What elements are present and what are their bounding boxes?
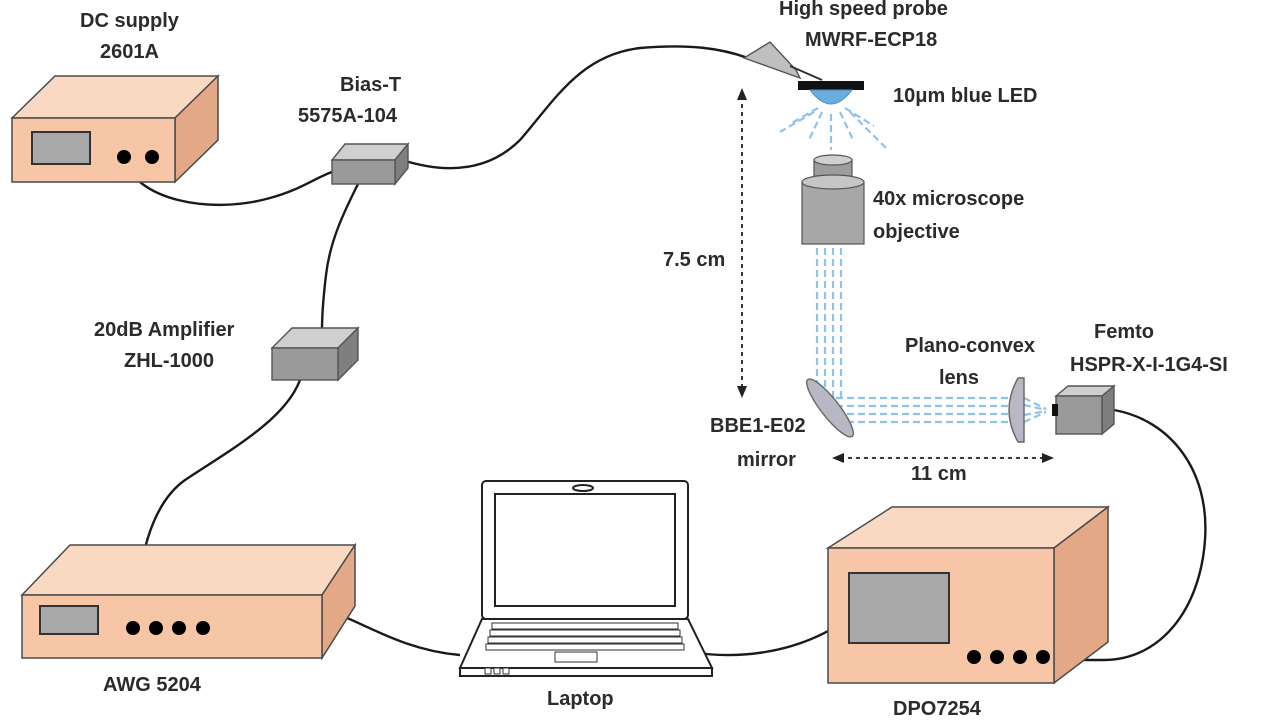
amplifier-label: 20dB Amplifier (94, 319, 235, 341)
femto-detector (1052, 384, 1116, 436)
awg-knob (149, 621, 163, 635)
awg-knob (172, 621, 186, 635)
probe-model: MWRF-ECP18 (805, 29, 937, 51)
vertical-dimension (737, 88, 747, 398)
awg-knob (126, 621, 140, 635)
bias-t-label: Bias-T (340, 74, 401, 96)
probe-tip (789, 65, 823, 81)
dc-supply-knob (117, 150, 131, 164)
awg-screen (39, 605, 99, 635)
led-label: 10μm blue LED (893, 85, 1038, 107)
amplifier (270, 326, 360, 382)
cable-laptop-to-scope (689, 628, 831, 657)
mirror (806, 378, 854, 438)
lens-label: Plano-convex (905, 335, 1035, 357)
dc-supply (10, 74, 220, 184)
horizontal-dimension (832, 453, 1054, 463)
awg (20, 542, 357, 661)
cable-biast-to-amplifier (320, 183, 360, 331)
cable-dc-to-biast (122, 157, 333, 207)
cable-biast-to-probe (401, 45, 749, 170)
led-glow (808, 89, 854, 105)
dc-supply-screen (31, 131, 91, 165)
dc-supply-label: DC supply (80, 10, 180, 32)
probe-label: High speed probe (779, 0, 948, 20)
awg-label: AWG 5204 (103, 674, 202, 696)
laptop-screen (494, 493, 676, 607)
mirror-label: BBE1-E02 (710, 415, 806, 437)
awg-knob (196, 621, 210, 635)
laptop-touchpad (554, 651, 598, 663)
high-speed-probe (742, 41, 823, 81)
bias-t-model: 5575A-104 (298, 105, 398, 127)
objective-label-line2: objective (873, 221, 960, 243)
blue-led (798, 81, 864, 105)
laptop-webcam (572, 484, 594, 492)
plano-convex-lens (1008, 377, 1025, 443)
oscilloscope-knob (967, 650, 981, 664)
led-chip (798, 81, 864, 90)
oscilloscope-knob (1036, 650, 1050, 664)
probe-body (742, 41, 802, 80)
oscilloscope-screen (848, 572, 950, 644)
oscilloscope-knob (1013, 650, 1027, 664)
amplifier-model: ZHL-1000 (124, 350, 214, 372)
oscilloscope-label: DPO7254 (893, 698, 982, 720)
microscope-objective (801, 154, 865, 245)
laptop-keyboard (485, 622, 685, 651)
cable-detector-to-scope (1044, 408, 1207, 662)
detector-model: HSPR-X-I-1G4-SI (1070, 354, 1228, 376)
vertical-beam (815, 248, 843, 398)
horizontal-beam (836, 396, 1047, 424)
dc-supply-knob (145, 150, 159, 164)
horizontal-distance-label: 11 cm (911, 463, 967, 485)
oscilloscope-knob (990, 650, 1004, 664)
bias-t (330, 142, 410, 186)
objective-label: 40x microscope (873, 188, 1024, 210)
oscilloscope (825, 505, 1111, 685)
vertical-distance-label: 7.5 cm (663, 249, 725, 271)
detector-aperture (1052, 404, 1058, 416)
laptop-label: Laptop (547, 688, 614, 710)
detector-label: Femto (1094, 321, 1154, 343)
laptop (458, 480, 714, 677)
dc-supply-model: 2601A (100, 41, 159, 63)
led-emission-rays (779, 107, 887, 150)
mirror-label-line2: mirror (737, 449, 796, 471)
lens-label-line2: lens (939, 367, 979, 389)
